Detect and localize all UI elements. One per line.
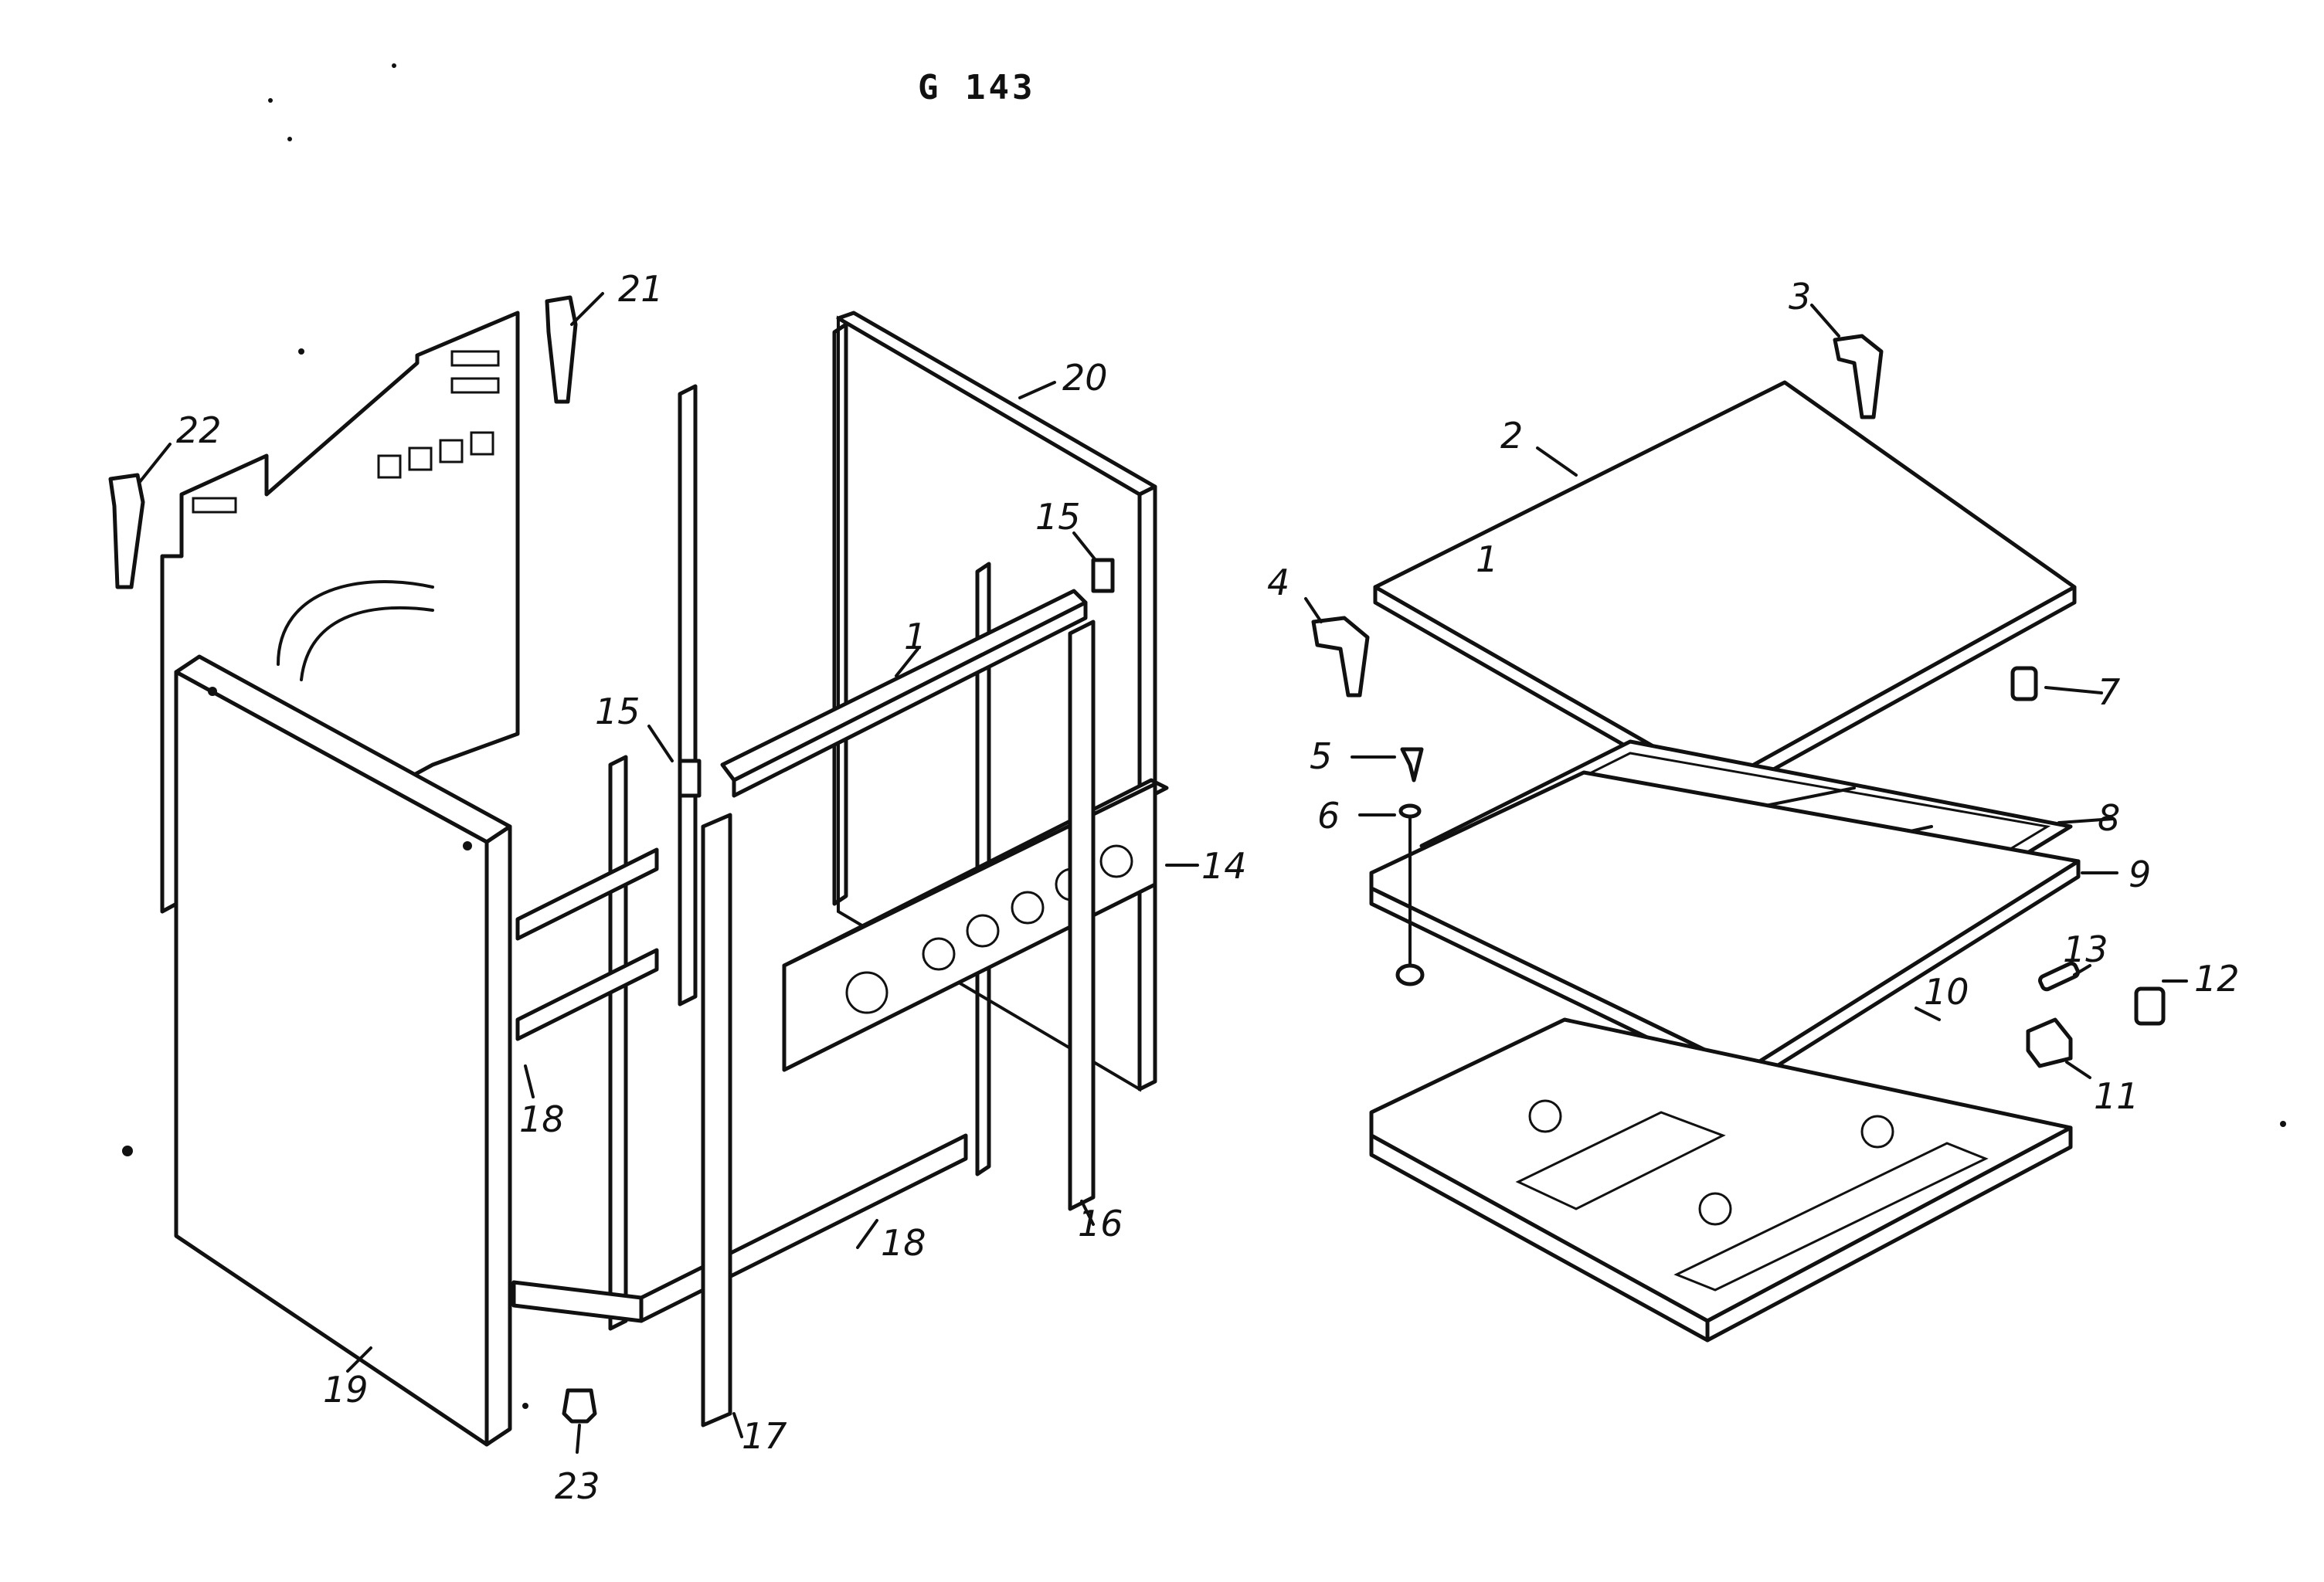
callout-9: 9: [2129, 854, 2151, 895]
callout-8: 8: [2098, 797, 2120, 839]
scan-specks: [122, 63, 2286, 1409]
callout-22: 22: [176, 409, 222, 451]
callout-12: 12: [2194, 958, 2240, 1000]
callout-19: 19: [323, 1369, 369, 1411]
callout-18a: 18: [519, 1098, 565, 1140]
callout-1: 1: [904, 616, 926, 657]
callout-23: 23: [555, 1465, 600, 1507]
foot-23: [562, 1388, 597, 1424]
side-panel-19: [174, 654, 512, 1447]
callout-16: 16: [1078, 1203, 1123, 1244]
washer-6: [1395, 803, 1425, 986]
callout-3: 3: [1789, 276, 1811, 317]
callout-20: 20: [1062, 357, 1108, 399]
front-strip-1: [720, 589, 1088, 798]
base-tray-10: [1369, 1017, 2073, 1343]
screw-5: [1400, 747, 1424, 783]
callout-17: 17: [742, 1415, 787, 1457]
callout-11: 11: [2094, 1075, 2139, 1117]
clip-12: [2134, 986, 2166, 1026]
clip-15a: [678, 759, 702, 798]
callout-6: 6: [1317, 795, 1340, 837]
frame-uprights: [608, 322, 991, 1331]
bracket-21: [545, 295, 578, 404]
uprights-16-17: [701, 620, 1096, 1428]
callout-13: 13: [2063, 928, 2108, 970]
hinge-3: [1833, 334, 1884, 419]
bracket-11: [2026, 1017, 2073, 1068]
callout-4: 4: [1267, 562, 1289, 603]
hinge-4: [1311, 616, 1370, 698]
bracket-22: [108, 473, 145, 589]
leader-lines: [138, 292, 2188, 1454]
callout-labels: 21 22 20 1 15 15 14 18 18 19 17 16 23 2 …: [176, 268, 2240, 1507]
callout-2: 2: [1500, 415, 1523, 457]
callout-1b: 1: [1476, 538, 1498, 580]
callout-15a: 15: [595, 691, 640, 732]
drawing-code: G 143: [918, 68, 1036, 107]
callout-10: 10: [1924, 971, 1969, 1013]
clip-15b: [1091, 558, 1115, 593]
callout-14: 14: [1201, 845, 1247, 887]
callout-7: 7: [2098, 671, 2120, 713]
clip-7: [2010, 666, 2038, 701]
callout-5: 5: [1310, 735, 1332, 777]
spring-13: [2038, 961, 2080, 992]
lid-2: [1373, 380, 2077, 802]
callout-21: 21: [618, 268, 664, 310]
callout-18b: 18: [881, 1222, 926, 1264]
callout-15b: 15: [1035, 496, 1081, 538]
